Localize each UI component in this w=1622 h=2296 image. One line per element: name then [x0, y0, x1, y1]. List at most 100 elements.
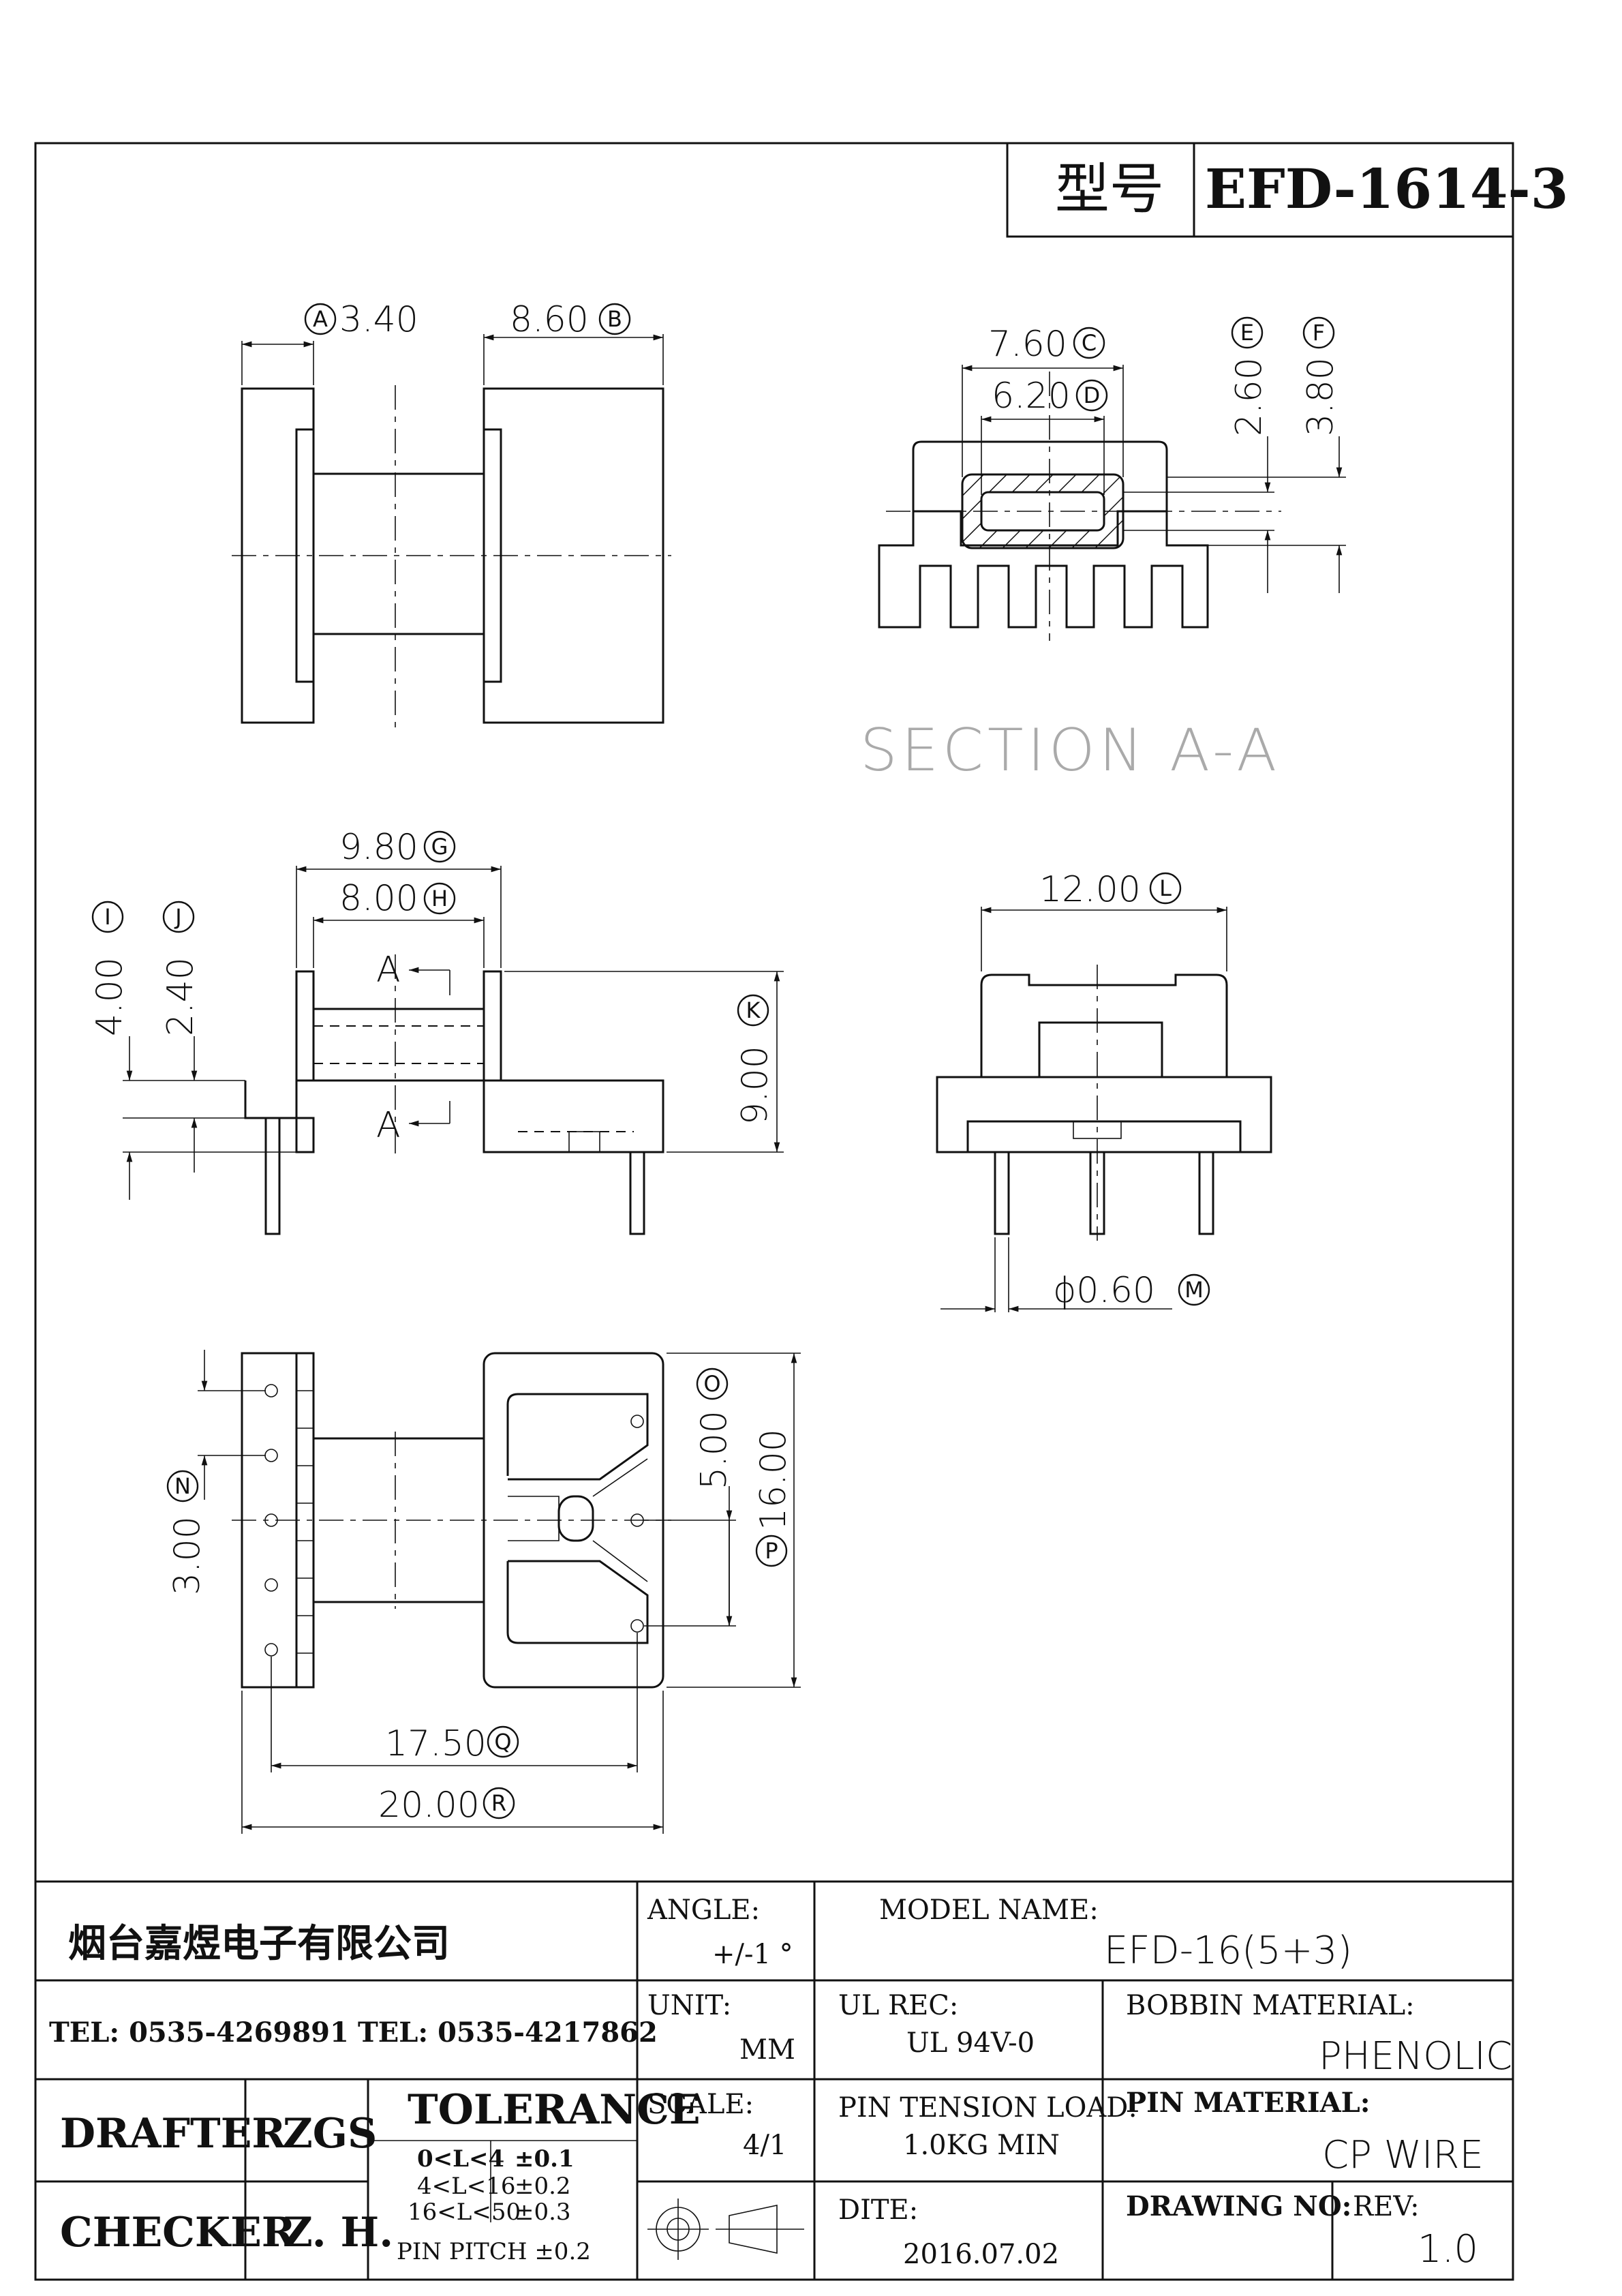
dim-P-value: 16.00	[753, 1429, 794, 1530]
tel-2: TEL: 0535-4217862	[358, 2016, 658, 2049]
dim-K: K 9.00	[735, 994, 776, 1125]
projection-symbol-icon	[647, 2199, 804, 2260]
front-view	[232, 334, 671, 729]
dim-I: I 4.00	[89, 901, 130, 1036]
pin-material-value: CP WIRE	[1322, 2133, 1484, 2177]
model-name-label: MODEL NAME:	[879, 1894, 1099, 1926]
dim-H-value: 8.00	[339, 878, 418, 919]
model-title-box: 型号 EFD-1614-3	[1006, 142, 1568, 238]
model-label: 型号	[1055, 157, 1164, 221]
tension-label: PIN TENSION LOAD:	[838, 2092, 1137, 2124]
svg-text:L: L	[1159, 875, 1172, 901]
rev-value: 1.0	[1418, 2227, 1478, 2271]
dim-G-value: 9.80	[339, 827, 418, 868]
side-view: A A	[123, 866, 784, 1235]
dim-O: O 5.00	[694, 1368, 735, 1490]
tol-range-1: 0<L<4	[417, 2145, 504, 2173]
checker-value: Z. H.	[283, 2209, 393, 2256]
tol-value-3: ±0.3	[515, 2199, 571, 2226]
svg-text:E: E	[1240, 320, 1254, 346]
dim-L: 12.00 L	[1039, 869, 1182, 910]
end-view	[936, 907, 1272, 1312]
model-value: EFD-1614-3	[1205, 157, 1568, 221]
svg-text:D: D	[1084, 382, 1101, 408]
dim-C-value: 7.60	[988, 324, 1067, 365]
dim-R: 20.00 R	[378, 1785, 515, 1826]
pin-pitch: PIN PITCH ±0.2	[397, 2238, 591, 2265]
dim-D-value: 6.20	[992, 376, 1071, 417]
dim-N-value: 3.00	[167, 1516, 208, 1595]
svg-text:A: A	[313, 306, 328, 332]
tol-range-2: 4<L<16	[417, 2173, 515, 2200]
svg-text:C: C	[1082, 330, 1097, 356]
tension-value: 1.0KG MIN	[903, 2130, 1060, 2161]
dim-M: ϕ0.60 M	[1053, 1270, 1210, 1311]
dim-R-value: 20.00	[378, 1785, 480, 1826]
dim-A-value: 3.40	[339, 299, 418, 340]
drawing-border	[34, 142, 1514, 2281]
dim-E-value: 2.60	[1229, 357, 1270, 436]
tol-range-3: 16<L<50	[408, 2199, 521, 2226]
svg-text:M: M	[1184, 1277, 1204, 1303]
svg-text:R: R	[491, 1790, 506, 1816]
svg-text:I: I	[104, 904, 110, 930]
bottom-view	[198, 1350, 801, 1834]
model-name-value: EFD-16(5+3)	[1104, 1929, 1352, 1973]
checker-label: CHECKER	[60, 2209, 296, 2256]
info-table: 烟台嘉煜电子有限公司 TEL: 0535-4269891 TEL: 0535-4…	[35, 1880, 1513, 2280]
svg-text:F: F	[1313, 320, 1325, 346]
dim-J: J 2.40	[160, 901, 201, 1036]
dim-C: 7.60 C	[988, 324, 1105, 365]
dim-M-value: ϕ0.60	[1053, 1270, 1155, 1311]
dim-F: F 3.80	[1300, 316, 1341, 436]
dim-A: A 3.40	[304, 299, 418, 340]
pin-material-label: PIN MATERIAL:	[1126, 2087, 1371, 2119]
dim-F-value: 3.80	[1300, 357, 1341, 436]
svg-text:G: G	[431, 834, 448, 860]
dim-J-value: 2.40	[160, 957, 201, 1036]
scale-label: SCALE:	[647, 2089, 754, 2120]
svg-text:J: J	[174, 904, 181, 930]
tel-1: TEL: 0535-4269891	[49, 2016, 349, 2049]
rev-label: REV:	[1353, 2191, 1420, 2222]
svg-text:B: B	[607, 306, 622, 332]
ul-label: UL REC:	[838, 1990, 958, 2021]
tolerance-title: TOLERANCE	[408, 2086, 701, 2134]
section-view: SECTION A-A	[860, 365, 1346, 785]
scale-value: 4/1	[743, 2130, 786, 2161]
svg-text:P: P	[765, 1538, 778, 1564]
dim-Q: 17.50 Q	[385, 1723, 519, 1764]
drafter-value: ZGS	[283, 2110, 377, 2158]
dim-H: 8.00 H	[339, 878, 456, 919]
angle-label: ANGLE:	[647, 1894, 760, 1926]
ul-value: UL 94V-0	[906, 2027, 1035, 2059]
tol-value-2: ±0.2	[515, 2173, 571, 2200]
dim-G: 9.80 G	[339, 827, 456, 868]
dim-Q-value: 17.50	[385, 1723, 487, 1764]
dim-E: E 2.60	[1229, 316, 1270, 436]
svg-text:O: O	[703, 1371, 720, 1397]
svg-text:Q: Q	[494, 1729, 511, 1755]
unit-label: UNIT:	[647, 1990, 731, 2021]
dim-P: P 16.00	[753, 1429, 794, 1567]
company-name: 烟台嘉煜电子有限公司	[68, 1921, 450, 1966]
dim-D: 6.20 D	[992, 376, 1108, 417]
section-marker-bottom: A	[376, 1105, 401, 1146]
bobbin-value: PHENOLIC	[1319, 2034, 1512, 2079]
dim-K-value: 9.00	[735, 1046, 776, 1125]
date-label: DITE:	[838, 2194, 918, 2226]
section-marker-top: A	[376, 950, 401, 991]
drawing-no-label: DRAWING NO:	[1126, 2190, 1351, 2222]
angle-value: +/-1 °	[712, 1939, 793, 1970]
svg-text:N: N	[174, 1473, 191, 1499]
tol-value-1: ±0.1	[515, 2145, 575, 2173]
dim-B-value: 8.60	[510, 299, 589, 340]
svg-text:K: K	[746, 997, 761, 1023]
dim-I-value: 4.00	[89, 957, 130, 1036]
date-value: 2016.07.02	[903, 2239, 1059, 2270]
bobbin-label: BOBBIN MATERIAL:	[1126, 1990, 1415, 2021]
dim-B: 8.60 B	[510, 299, 631, 340]
unit-value: MM	[739, 2034, 795, 2066]
dim-N: N 3.00	[166, 1470, 208, 1595]
